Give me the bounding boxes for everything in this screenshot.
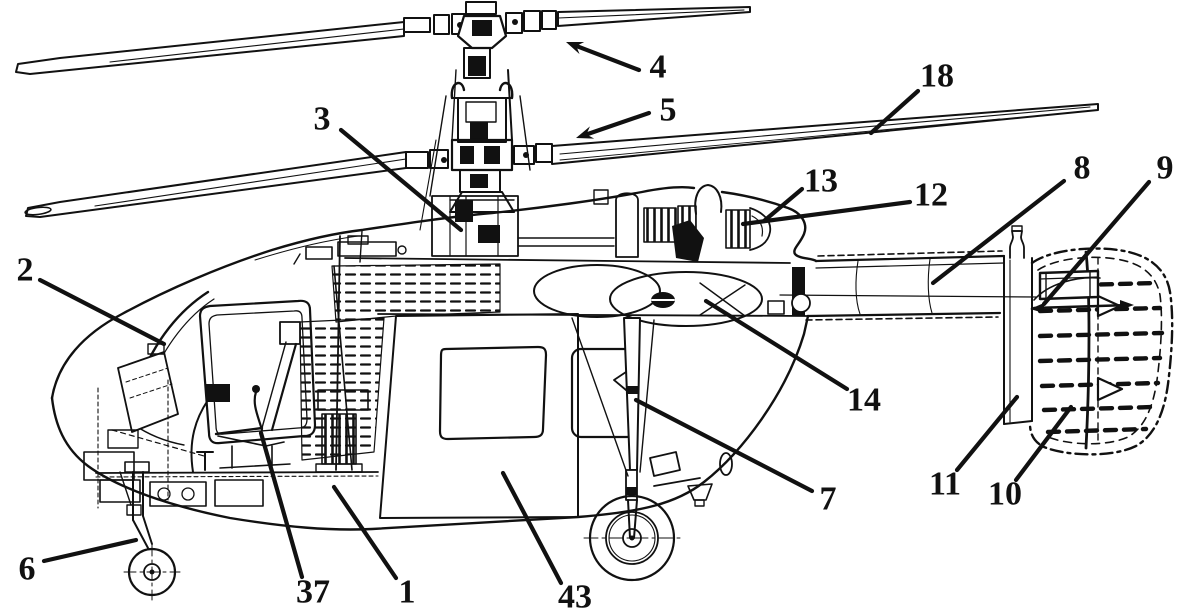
callout-2-number: 2 <box>17 252 34 289</box>
callout-4-arrowhead <box>566 42 585 55</box>
rotor-blades <box>15 6 1099 218</box>
callout-10-leader <box>1013 404 1074 483</box>
callout-5-number: 5 <box>660 92 677 129</box>
callout-7: 7 <box>633 397 837 518</box>
callout-10: 10 <box>988 404 1074 513</box>
rotor-mast-hub <box>403 1 557 231</box>
callout-7-leader <box>633 397 815 494</box>
engine-bay <box>431 189 772 262</box>
nose-gear <box>119 461 181 601</box>
callout-6-leader <box>41 537 139 564</box>
callout-43-number: 43 <box>558 579 592 610</box>
callout-13-leader <box>761 186 805 224</box>
callout-37: 37 <box>258 430 330 610</box>
callout-8-number: 8 <box>1074 150 1091 187</box>
callout-5-leader <box>582 110 652 138</box>
callout-13-number: 13 <box>804 163 838 200</box>
callout-9-number: 9 <box>1157 150 1174 187</box>
callout-4-number: 4 <box>650 49 667 86</box>
callout-18-leader <box>868 88 921 136</box>
callout-12: 12 <box>740 177 948 227</box>
callout-6: 6 <box>19 537 139 588</box>
main-gear <box>571 317 733 582</box>
callout-7-number: 7 <box>820 481 837 518</box>
callout-6-number: 6 <box>19 551 36 588</box>
fuel-tanks <box>299 263 763 471</box>
callouts-layer: 4 5 18 3 13 12 8 9 2 14 7 11 10 6 37 1 43 <box>17 42 1174 610</box>
cockpit-interior <box>83 321 379 509</box>
callout-3-leader <box>338 127 464 233</box>
callout-3-number: 3 <box>314 101 331 138</box>
callout-14-leader <box>703 298 850 392</box>
callout-11: 11 <box>929 394 1020 503</box>
callout-8-leader <box>930 178 1067 286</box>
callout-11-number: 11 <box>929 466 961 503</box>
callout-43-leader <box>500 470 564 586</box>
callout-43: 43 <box>500 470 592 610</box>
callout-1-number: 1 <box>399 574 416 610</box>
callout-14: 14 <box>703 298 881 419</box>
cabin-door <box>379 313 638 519</box>
callout-12-leader <box>740 199 913 227</box>
callout-11-leader <box>954 394 1020 473</box>
callout-18: 18 <box>868 58 954 136</box>
callout-2-leader <box>37 277 167 347</box>
tail-fin <box>1028 247 1174 456</box>
callout-4: 4 <box>566 42 667 86</box>
callout-5-arrowhead <box>576 126 595 139</box>
callout-9-leader <box>1041 179 1152 307</box>
callout-8: 8 <box>930 150 1091 286</box>
callout-37-number: 37 <box>296 574 330 610</box>
callout-18-number: 18 <box>920 58 954 95</box>
callout-14-number: 14 <box>847 382 881 419</box>
callout-5: 5 <box>576 92 677 139</box>
callout-3: 3 <box>314 101 464 233</box>
callout-12-number: 12 <box>914 177 948 214</box>
callout-4-leader <box>572 43 642 73</box>
callout-13: 13 <box>761 163 838 224</box>
callout-37-leader <box>258 430 305 580</box>
callout-1: 1 <box>331 484 416 610</box>
callout-2: 2 <box>17 252 167 347</box>
callout-9: 9 <box>1041 150 1174 307</box>
callout-10-number: 10 <box>988 476 1022 513</box>
callout-1-leader <box>331 484 399 581</box>
tail-boom <box>767 225 1037 425</box>
